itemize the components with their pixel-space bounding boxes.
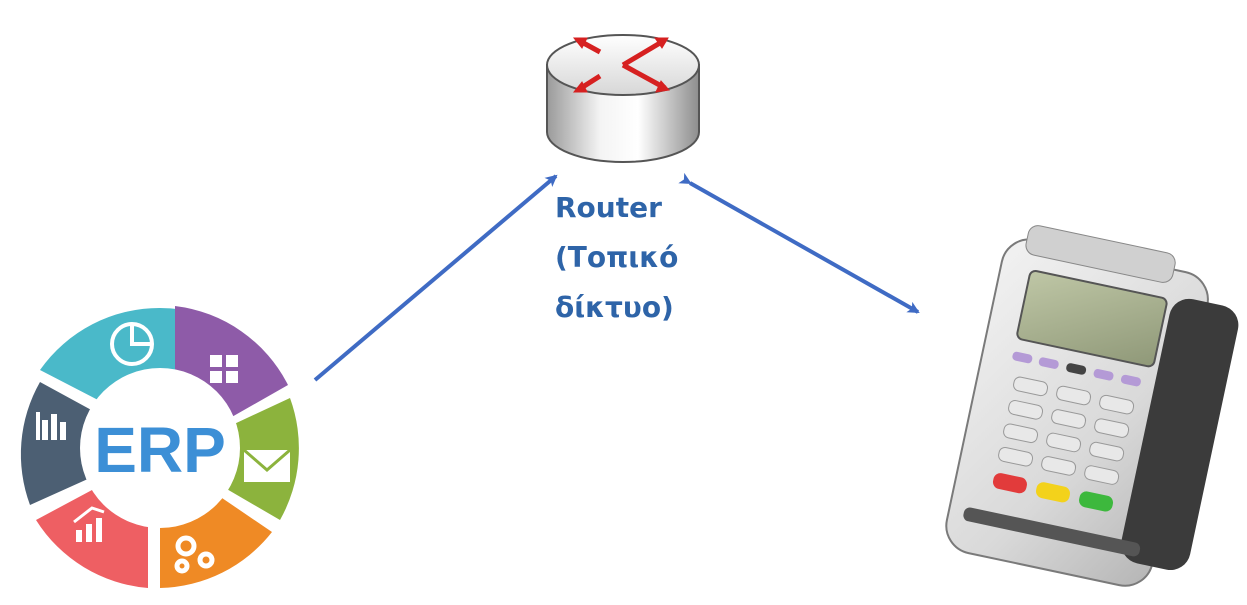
line-chart-icon: [73, 506, 105, 542]
erp-label: ERP: [94, 414, 226, 486]
bar-chart-icon: [36, 412, 66, 440]
envelope-icon: [243, 448, 291, 482]
pie-chart-icon: [110, 322, 154, 366]
grid-icon: [210, 355, 238, 383]
pos-cancel-key: [992, 473, 1027, 494]
gears-icon: [174, 535, 215, 574]
router-icon: [546, 34, 700, 163]
router-label-line1: Router: [555, 191, 662, 224]
pos-keypad: [998, 376, 1135, 485]
router-pos-arrow: [678, 172, 920, 314]
router-label: Router (Τοπικό δίκτυο): [555, 183, 715, 333]
router-label-line2: (Τοπικό: [555, 241, 679, 274]
pos-clear-key: [1036, 482, 1070, 503]
pos-enter-key: [1079, 491, 1114, 512]
router-label-line3: δίκτυο): [555, 291, 674, 324]
erp-to-router-arrow: [313, 174, 558, 382]
pos-terminal-icon: [945, 225, 1239, 587]
erp-cycle-icon: ERP: [20, 306, 299, 588]
pos-function-keys: [1012, 351, 1141, 387]
